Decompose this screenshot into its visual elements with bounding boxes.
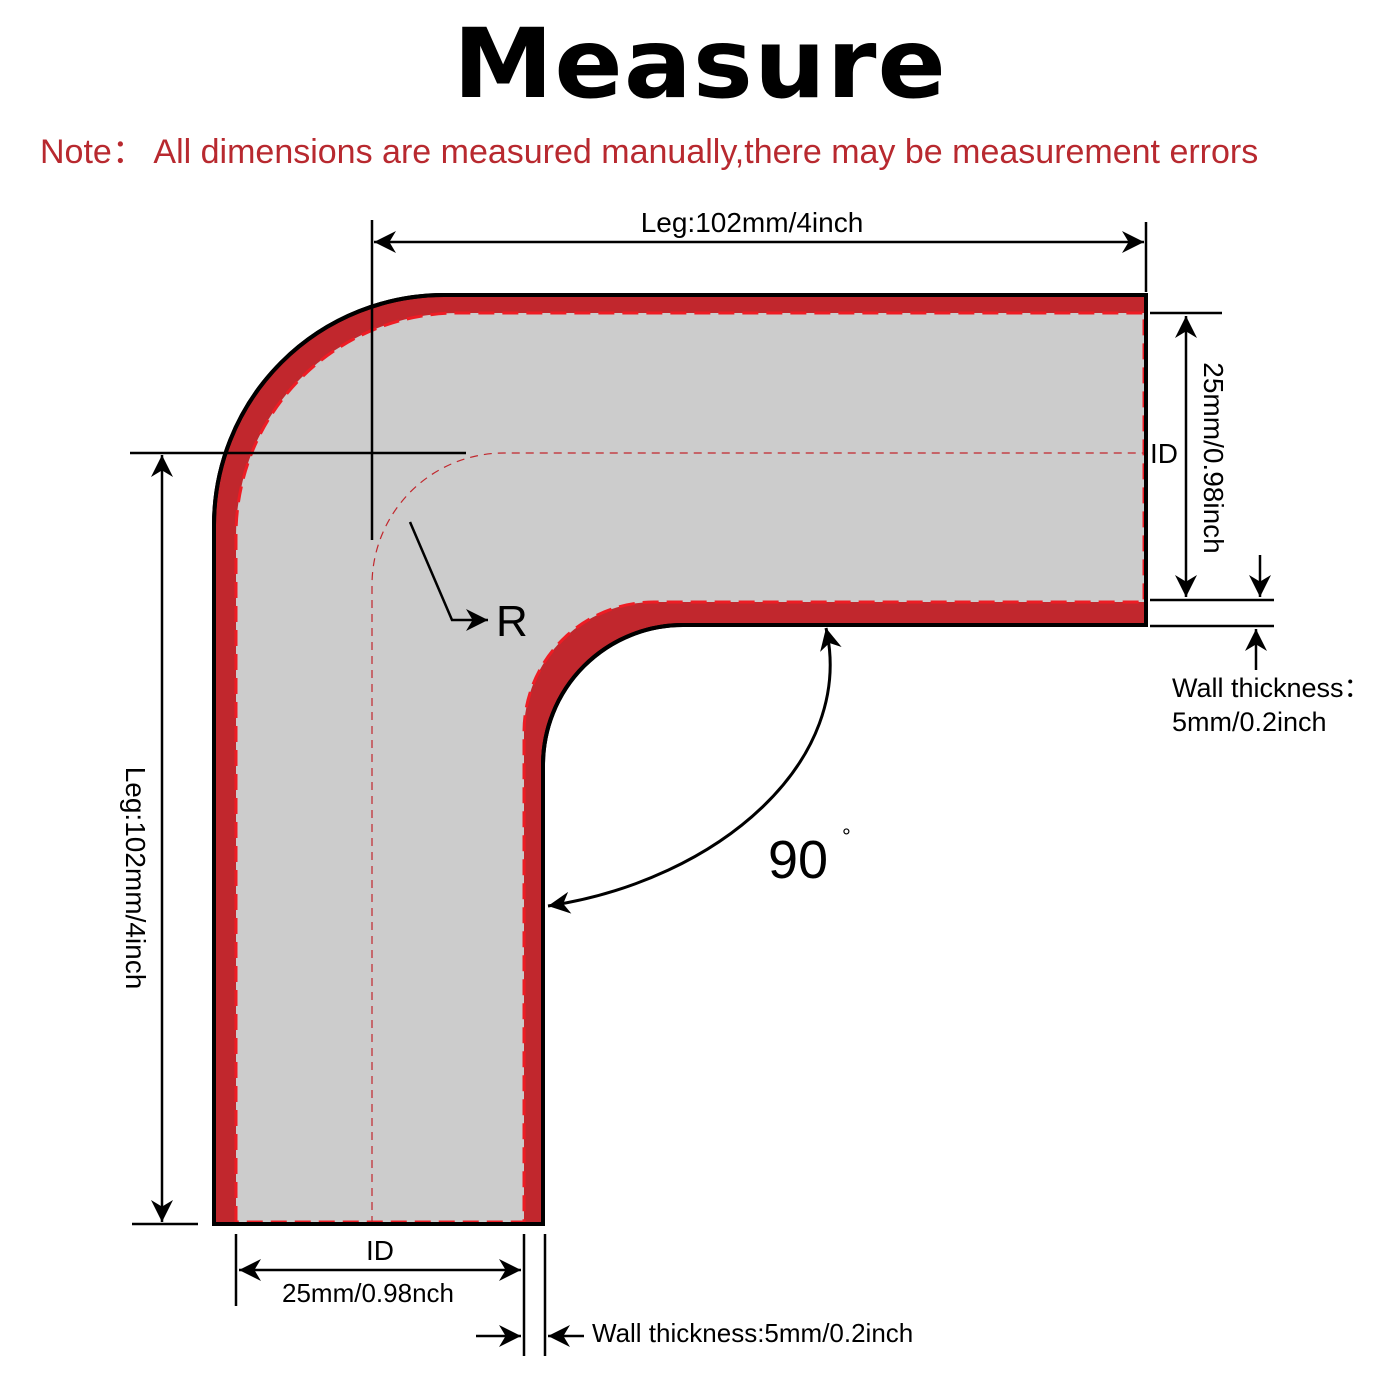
radius-leader: [408, 521, 488, 631]
measurement-note: Note： All dimensions are measured manual…: [40, 133, 1259, 171]
angle-label: 90: [768, 830, 828, 890]
degree-symbol: °: [842, 824, 851, 849]
right-id-dimension-label: 25mm/0.98inch: [1198, 362, 1229, 553]
right-wall-label-line1: Wall thickness：: [1172, 673, 1371, 703]
radius-label: R: [496, 597, 528, 646]
bottom-id-dimension-label: 25mm/0.98nch: [282, 1278, 454, 1308]
centerline-dashed: [371, 452, 1146, 1224]
right-wall-label-line2: 5mm/0.2inch: [1172, 707, 1327, 737]
elbow-inner-bore: [236, 313, 1146, 1224]
bottom-id-label: ID: [366, 1235, 394, 1266]
bottom-wall-label: Wall thickness:5mm/0.2inch: [592, 1318, 913, 1348]
page-title: Measure: [453, 8, 947, 120]
angle-arc-arrow: [547, 627, 842, 914]
top-leg-label: Leg:102mm/4inch: [641, 207, 864, 238]
left-leg-label: Leg:102mm/4inch: [120, 767, 151, 990]
right-id-label: ID: [1150, 438, 1178, 469]
